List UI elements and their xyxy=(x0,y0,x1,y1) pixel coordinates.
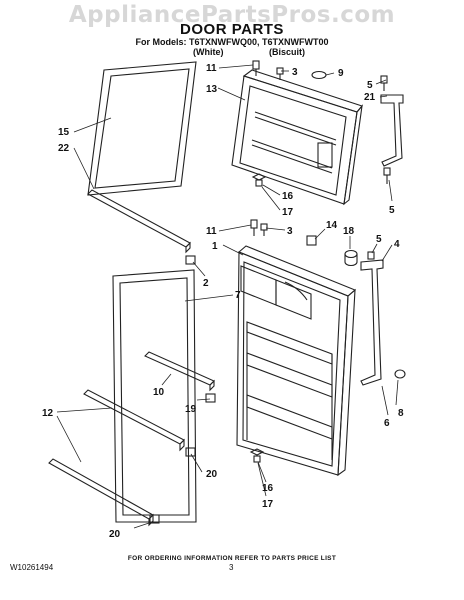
callout-13: 13 xyxy=(206,84,218,95)
dairy-trim-strip xyxy=(144,351,215,392)
freezer-lower-hinge xyxy=(251,173,267,187)
callout-16-lower: 16 xyxy=(262,483,274,494)
freezer-trim-strip xyxy=(87,189,191,254)
callout-3-lower: 3 xyxy=(287,226,293,237)
callout-1: 1 xyxy=(212,241,218,252)
callout-7: 7 xyxy=(235,290,241,301)
freezer-door xyxy=(231,69,363,206)
fresh-food-door xyxy=(236,245,357,477)
page-number: 3 xyxy=(229,563,234,572)
ordering-footnote: FOR ORDERING INFORMATION REFER TO PARTS … xyxy=(127,555,337,562)
callout-17: 17 xyxy=(282,207,294,218)
lower-hinge-bracket xyxy=(249,448,265,463)
hinge-bushing xyxy=(306,235,317,246)
freezer-handle xyxy=(380,75,404,184)
callout-5: 5 xyxy=(367,80,373,91)
freezer-hinge-screws xyxy=(252,60,284,80)
freezer-door-gasket xyxy=(87,61,197,196)
variant-biscuit: (Biscuit) xyxy=(269,47,305,57)
callout-10: 10 xyxy=(153,387,165,398)
callout-21: 21 xyxy=(364,92,376,103)
callout-6: 6 xyxy=(384,418,390,429)
callout-9: 9 xyxy=(338,68,344,79)
callout-8: 8 xyxy=(398,408,404,419)
callout-12: 12 xyxy=(42,408,54,419)
leader-lines xyxy=(56,64,399,529)
models-line: For Models: T6TXNWFWQ00, T6TXNWFWT00 xyxy=(135,37,329,47)
callout-16: 16 xyxy=(282,191,294,202)
variant-white: (White) xyxy=(193,47,224,57)
callout-5-lower: 5 xyxy=(376,234,382,245)
callout-3: 3 xyxy=(292,67,298,78)
callout-labels: 11 3 9 13 5 21 15 22 16 17 5 11 3 14 1 1… xyxy=(42,63,404,540)
callout-19: 19 xyxy=(185,404,197,415)
callout-20: 20 xyxy=(206,469,218,480)
document-number: W10261494 xyxy=(10,563,54,572)
fresh-food-door-gasket xyxy=(112,269,197,523)
callout-18: 18 xyxy=(343,226,355,237)
watermark-text: AppliancePartsPros.com xyxy=(68,2,396,28)
fresh-food-hinge-screws xyxy=(250,219,268,236)
door-stop-plug xyxy=(311,70,327,80)
callout-17-lower: 17 xyxy=(262,499,274,510)
shelf-clip-upper xyxy=(185,447,196,457)
callout-11: 11 xyxy=(206,63,217,74)
callout-22: 22 xyxy=(58,143,70,154)
callout-20-lower: 20 xyxy=(109,529,121,540)
callout-15: 15 xyxy=(58,127,70,138)
shelf-clip-lower xyxy=(149,514,160,524)
dairy-clip xyxy=(205,393,216,403)
callout-4: 4 xyxy=(394,239,400,250)
callout-11-lower: 11 xyxy=(206,226,217,237)
page-title: DOOR PARTS xyxy=(180,21,284,38)
callout-14: 14 xyxy=(326,220,338,231)
fresh-food-handle xyxy=(344,249,406,386)
callout-2: 2 xyxy=(203,278,209,289)
trim-clip xyxy=(185,255,196,265)
door-shelf-trim-upper xyxy=(83,389,185,452)
callout-5-handle: 5 xyxy=(389,205,395,216)
